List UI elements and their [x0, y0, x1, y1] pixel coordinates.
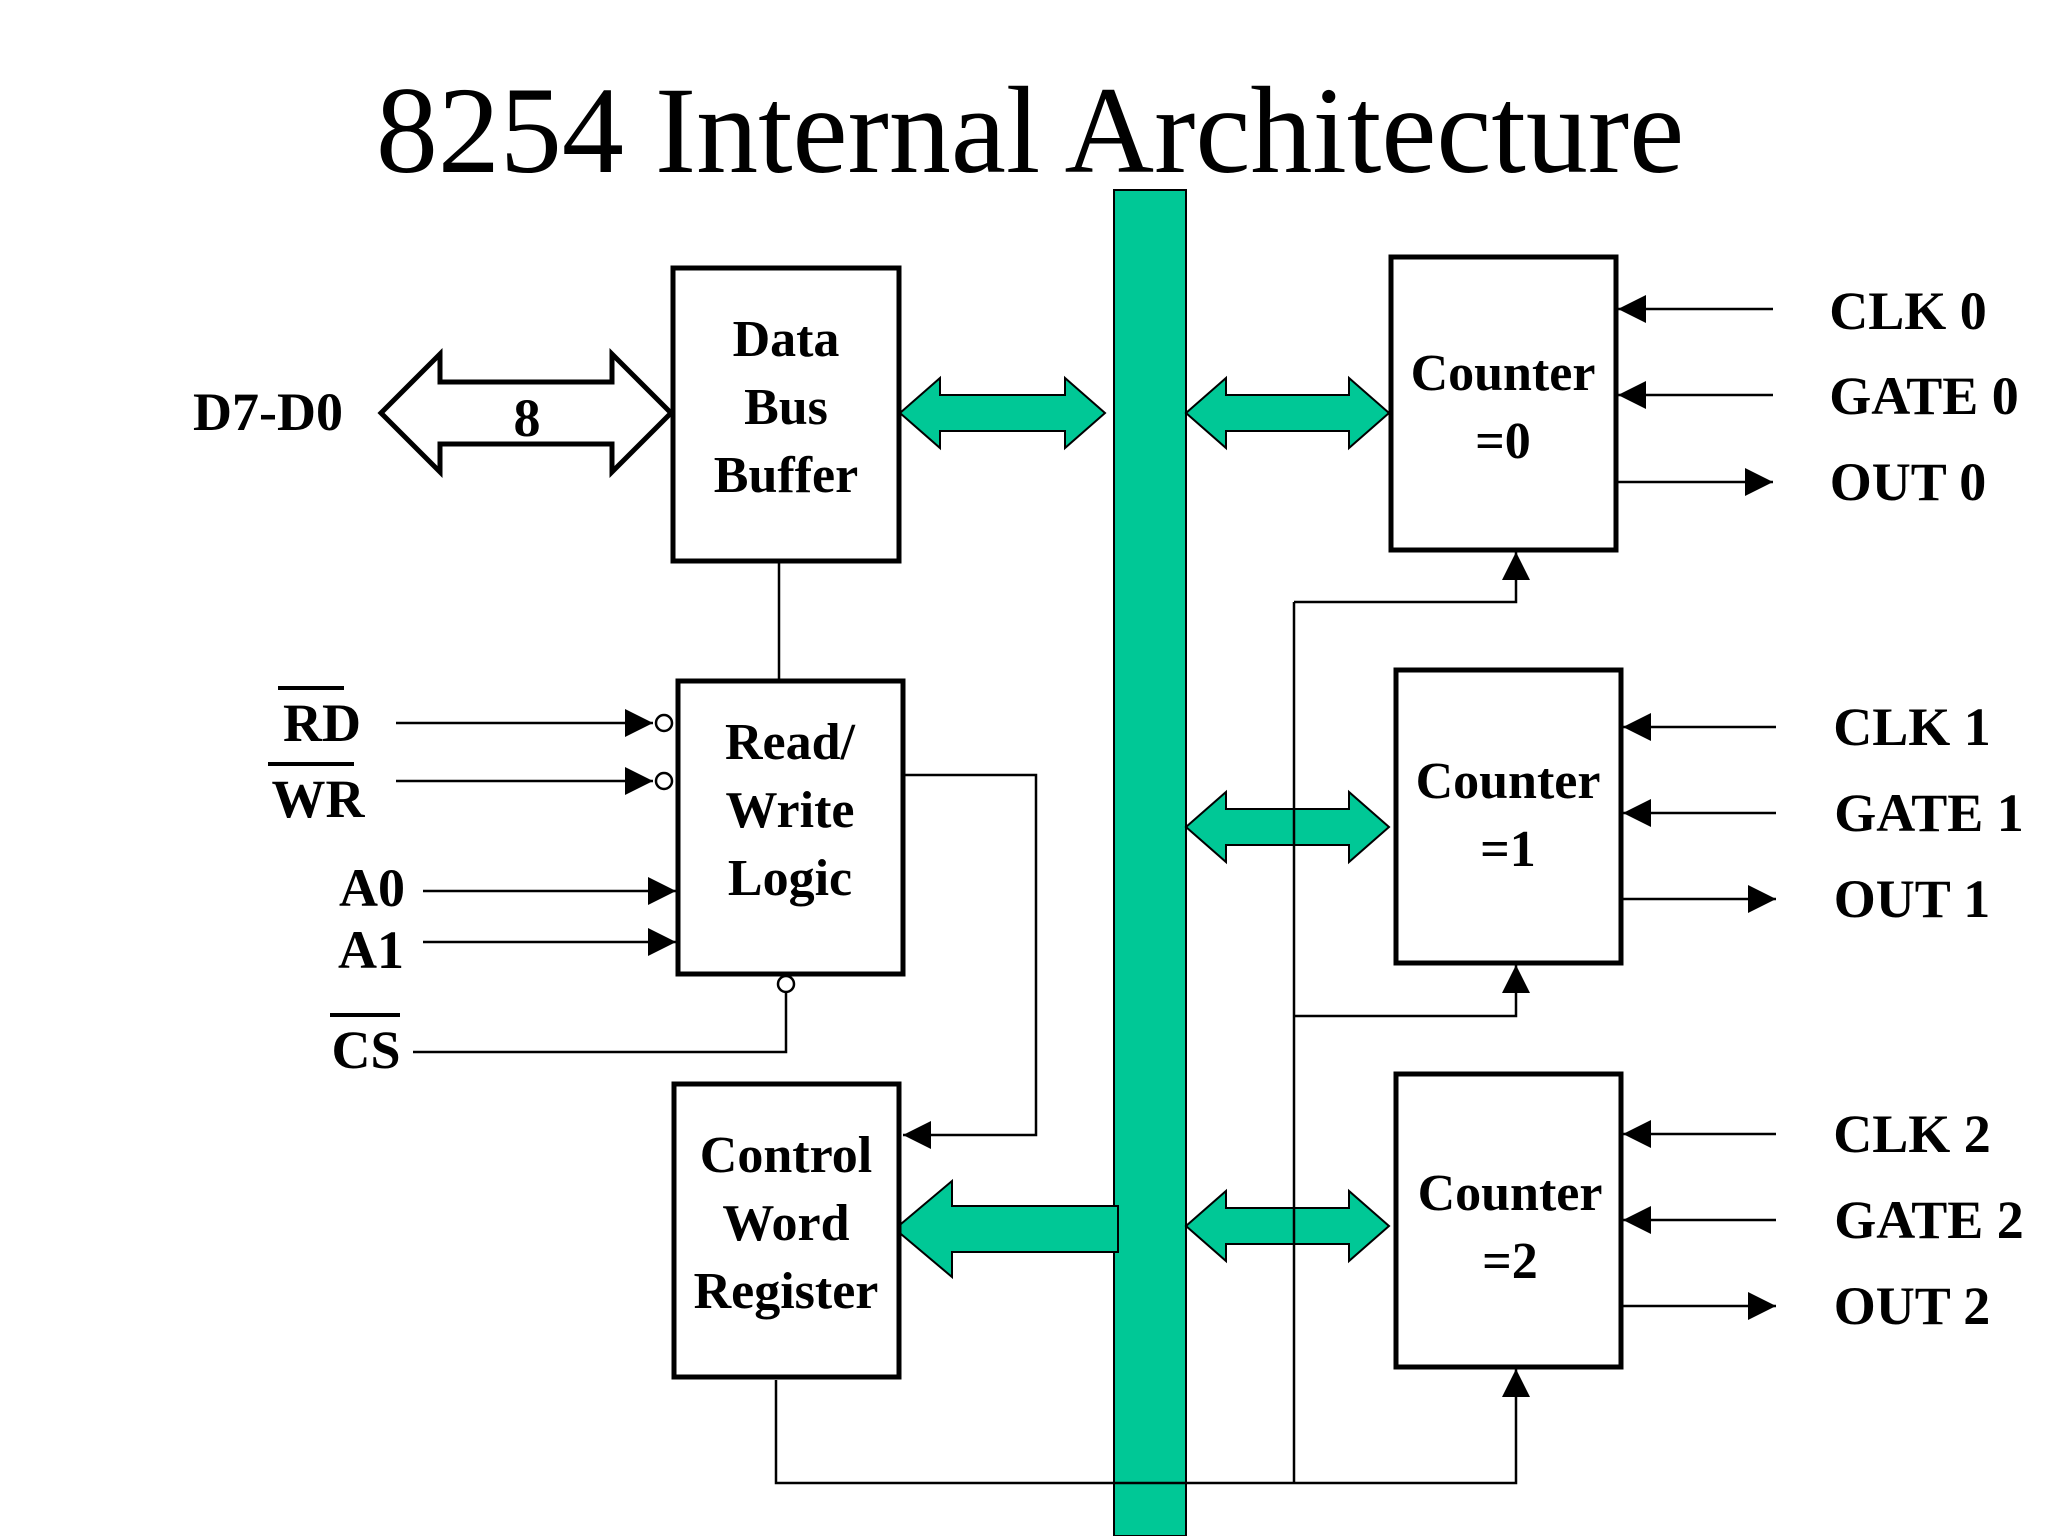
read-write-logic-line3: Logic — [728, 850, 852, 907]
data-bus-label: D7-D0 — [193, 382, 343, 442]
control-word-bus-arrow — [893, 1178, 1119, 1280]
read-write-logic-line2: Write — [726, 782, 855, 839]
cs-inversion-bubble — [776, 974, 796, 994]
counter2-block — [1393, 1071, 1624, 1370]
rd-inversion-bubble — [654, 713, 674, 733]
read-write-logic-line1: Read/ — [725, 714, 856, 771]
counter1-line1: Counter — [1416, 753, 1601, 810]
wr-label: WR — [272, 769, 366, 829]
out1-label: OUT 1 — [1834, 869, 1991, 929]
wr-inversion-bubble — [654, 771, 674, 791]
counter0-block — [1388, 254, 1619, 553]
counter1-line2: =1 — [1480, 821, 1536, 878]
to-counter2-wire — [1294, 1369, 1530, 1485]
gate0-label: GATE 0 — [1829, 366, 2019, 426]
control-word-register-block — [671, 1081, 902, 1380]
data-bus-buffer-line1: Data — [733, 311, 840, 368]
control-word-register-line3: Register — [694, 1263, 879, 1320]
counter1-bus-arrow — [1184, 789, 1391, 865]
out0-label: OUT 0 — [1830, 452, 1987, 512]
a1-label: A1 — [338, 920, 404, 980]
gate2-label: GATE 2 — [1834, 1190, 2024, 1250]
cs-label: CS — [331, 1020, 400, 1080]
counter1-block — [1393, 667, 1624, 966]
counter2-bus-arrow — [1184, 1188, 1391, 1264]
buffer-bus-arrow — [898, 375, 1107, 451]
page-title: 8254 Internal Architecture — [376, 62, 1684, 199]
counter2-line1: Counter — [1418, 1165, 1603, 1222]
rw-to-control-wire — [903, 773, 1038, 1149]
cs-wire — [413, 992, 788, 1054]
data-bus-width-label: 8 — [514, 388, 541, 448]
out2-label: OUT 2 — [1834, 1276, 1991, 1336]
counter2-line2: =2 — [1482, 1233, 1538, 1290]
rd-label: RD — [283, 693, 361, 753]
clk1-label: CLK 1 — [1833, 697, 1991, 757]
control-bottom-wire — [774, 1380, 1294, 1485]
gate1-label: GATE 1 — [1834, 783, 2024, 843]
data-bus-buffer-line2: Bus — [744, 379, 828, 436]
internal-bus — [1113, 189, 1187, 1536]
data-bus-buffer-line3: Buffer — [714, 447, 858, 504]
counter0-line2: =0 — [1475, 413, 1531, 470]
to-counter0-wire — [1294, 552, 1530, 604]
data-bus-buffer-block — [670, 265, 902, 564]
control-word-register-line1: Control — [700, 1127, 872, 1184]
clk2-label: CLK 2 — [1833, 1104, 1991, 1164]
a0-label: A0 — [339, 858, 405, 918]
clk0-label: CLK 0 — [1829, 281, 1987, 341]
control-word-register-line2: Word — [722, 1195, 849, 1252]
counter0-bus-arrow — [1184, 375, 1391, 451]
read-write-logic-block — [675, 678, 906, 977]
to-counter1-wire — [1294, 965, 1530, 1018]
counter0-line1: Counter — [1411, 345, 1596, 402]
